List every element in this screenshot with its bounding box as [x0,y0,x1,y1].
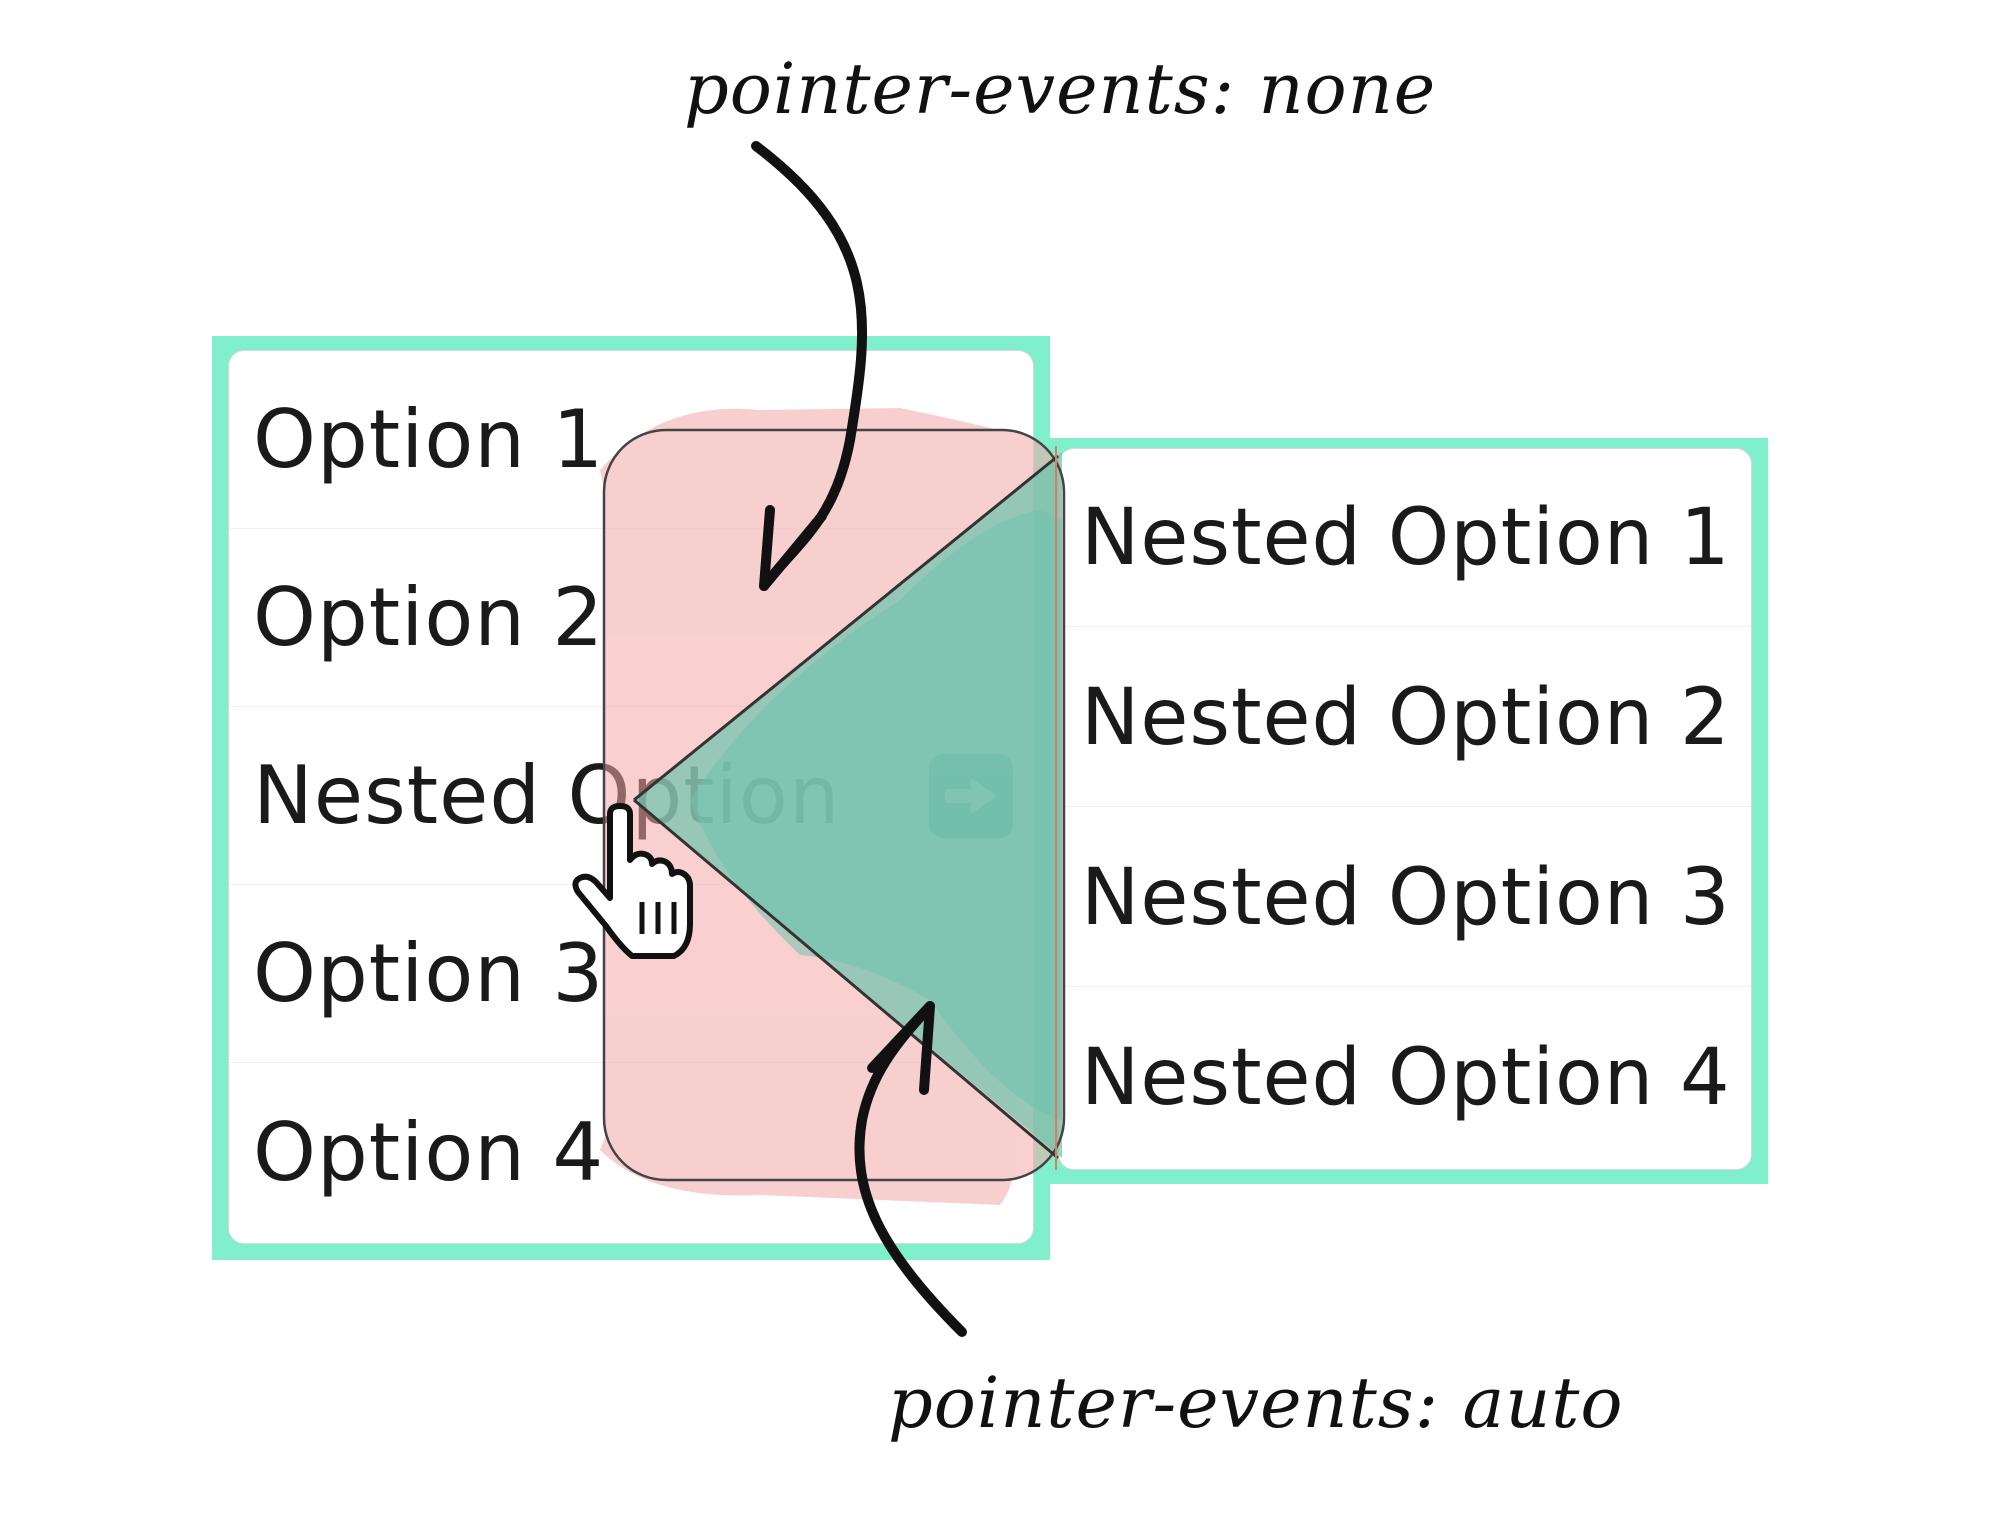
hover-zone-outline [602,428,1066,1182]
menu-item-option-2[interactable]: Option 2 [229,529,1033,707]
menu-item-option-4[interactable]: Option 4 [229,1063,1033,1241]
sub-menu: Nested Option 1 Nested Option 2 Nested O… [1050,438,1768,1184]
submenu-item-nested-option-2[interactable]: Nested Option 2 [1059,629,1751,807]
annotation-pointer-events-auto: pointer-events: auto [888,1362,1624,1444]
menu-item-label: Option 2 [253,571,605,664]
submenu-item-nested-option-3[interactable]: Nested Option 3 [1059,809,1751,987]
submenu-item-nested-option-1[interactable]: Nested Option 1 [1059,449,1751,627]
arrow-to-active-zone [854,1001,967,1337]
menu-item-option-1[interactable]: Option 1 [229,351,1033,529]
triangle-edge-bottom [633,798,1059,1160]
submenu-item-label: Nested Option 1 [1081,492,1731,583]
submenu-item-label: Nested Option 4 [1081,1033,1731,1123]
sub-menu-panel: Nested Option 1 Nested Option 2 Nested O… [1058,448,1752,1170]
triangle-edge-top [633,454,1059,802]
active-triangle-zone [634,452,1062,1158]
annotation-pointer-events-none: pointer-events: none [684,48,1437,130]
submenu-item-label: Nested Option 2 [1081,672,1731,763]
menu-item-label: Option 1 [253,393,605,486]
submenu-item-nested-option-4[interactable]: Nested Option 4 [1059,989,1751,1167]
hand-pointer-icon [572,803,693,959]
submenu-item-label: Nested Option 3 [1081,852,1731,943]
menu-item-label: Option 3 [253,927,605,1020]
menu-item-label: Option 4 [253,1105,605,1199]
arrow-to-blocked-zone [751,141,868,591]
